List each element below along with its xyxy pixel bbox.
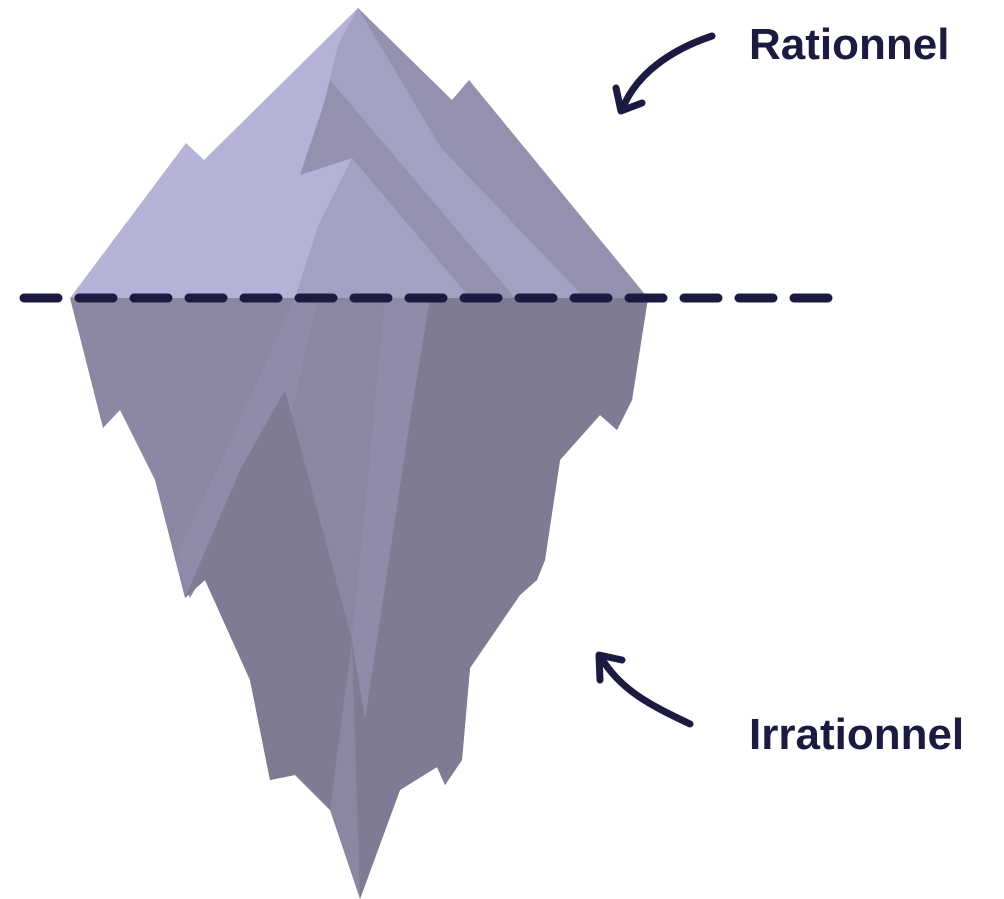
iceberg-body-facet-left xyxy=(175,298,318,598)
iceberg-body-facet-center xyxy=(352,298,430,720)
curved-arrow-down-left-icon xyxy=(612,32,716,115)
label-rationnel: Rationnel xyxy=(749,20,950,69)
iceberg-tip-dark-ridge xyxy=(358,8,648,298)
iceberg-body xyxy=(70,298,648,899)
iceberg-body-right-face xyxy=(352,298,648,899)
label-irrationnel: Irrationnel xyxy=(749,710,965,759)
iceberg-tip-shadow-band xyxy=(300,80,515,298)
iceberg-tip xyxy=(70,8,648,298)
curved-arrow-up-left-icon xyxy=(595,651,694,728)
iceberg-body-shadow-left xyxy=(185,390,352,810)
